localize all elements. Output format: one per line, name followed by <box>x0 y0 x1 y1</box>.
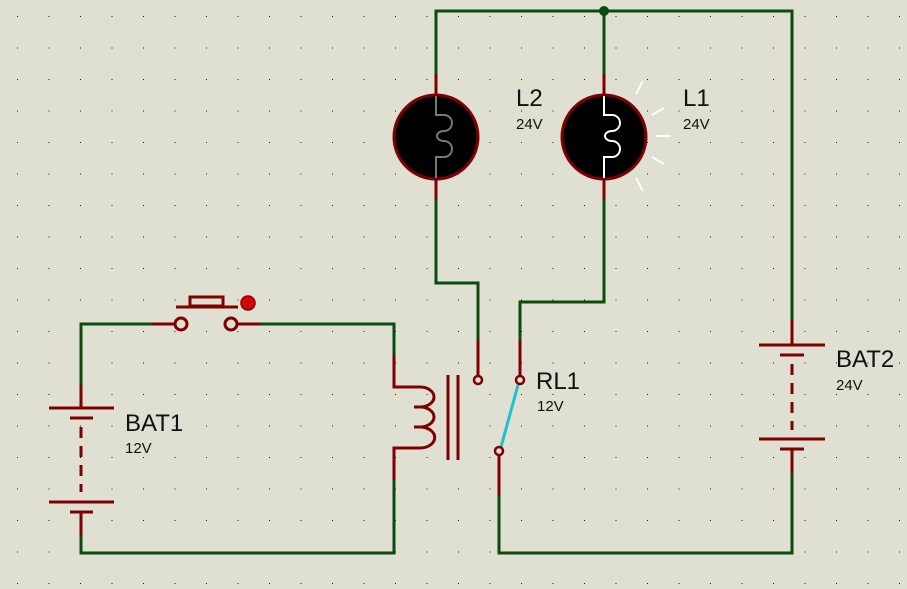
bat1-ref: BAT1 <box>125 410 183 437</box>
switch-contact <box>173 316 189 332</box>
wires <box>79 6 794 555</box>
junction-dot <box>599 6 609 16</box>
wire-relay-bat2[interactable] <box>497 470 794 555</box>
light-rays-icon <box>635 80 670 192</box>
filament-icon <box>435 96 453 178</box>
battery-bat1[interactable]: BAT1 12V <box>49 385 183 535</box>
lamp-l2[interactable]: L2 24V <box>392 74 543 200</box>
lamp-l1[interactable]: L1 24V <box>560 74 710 200</box>
l2-ref: L2 <box>516 85 543 112</box>
wire-bat1-switch[interactable] <box>79 322 152 390</box>
relay-switch-arm <box>499 384 520 448</box>
bat1-value: 12V <box>125 440 152 457</box>
battery-bat2[interactable]: BAT2 24V <box>759 320 894 473</box>
wire-bat1-coil[interactable] <box>79 480 396 555</box>
bat2-value: 24V <box>836 377 863 394</box>
bat2-ref: BAT2 <box>836 346 894 373</box>
wire-l2-relay-nc[interactable] <box>434 200 480 350</box>
l1-ref: L1 <box>683 85 710 112</box>
switch-button-cap[interactable] <box>188 295 225 308</box>
relay-coil-icon <box>392 385 437 480</box>
toggle-arrows-icon: ↕ <box>246 299 251 310</box>
rl1-ref: RL1 <box>536 368 580 395</box>
relay-common-contact <box>493 445 505 457</box>
pushbutton[interactable]: ↕ <box>152 295 260 332</box>
l2-value: 24V <box>516 116 543 133</box>
wire-top[interactable] <box>434 9 794 325</box>
toggle-state-icon[interactable] <box>240 295 256 311</box>
relay-rl1[interactable]: RL1 12V <box>392 340 580 495</box>
lamp-bulb-icon <box>392 93 480 181</box>
filament-icon <box>603 96 621 178</box>
wire-l1-relay-no[interactable] <box>518 200 606 350</box>
rl1-value: 12V <box>537 398 564 415</box>
switch-contact <box>223 316 239 332</box>
relay-nc-contact <box>472 374 484 386</box>
lamp-bulb-icon <box>560 93 648 181</box>
wire-switch-coil[interactable] <box>260 322 396 355</box>
l1-value: 24V <box>683 116 710 133</box>
relay-no-contact <box>514 374 526 386</box>
